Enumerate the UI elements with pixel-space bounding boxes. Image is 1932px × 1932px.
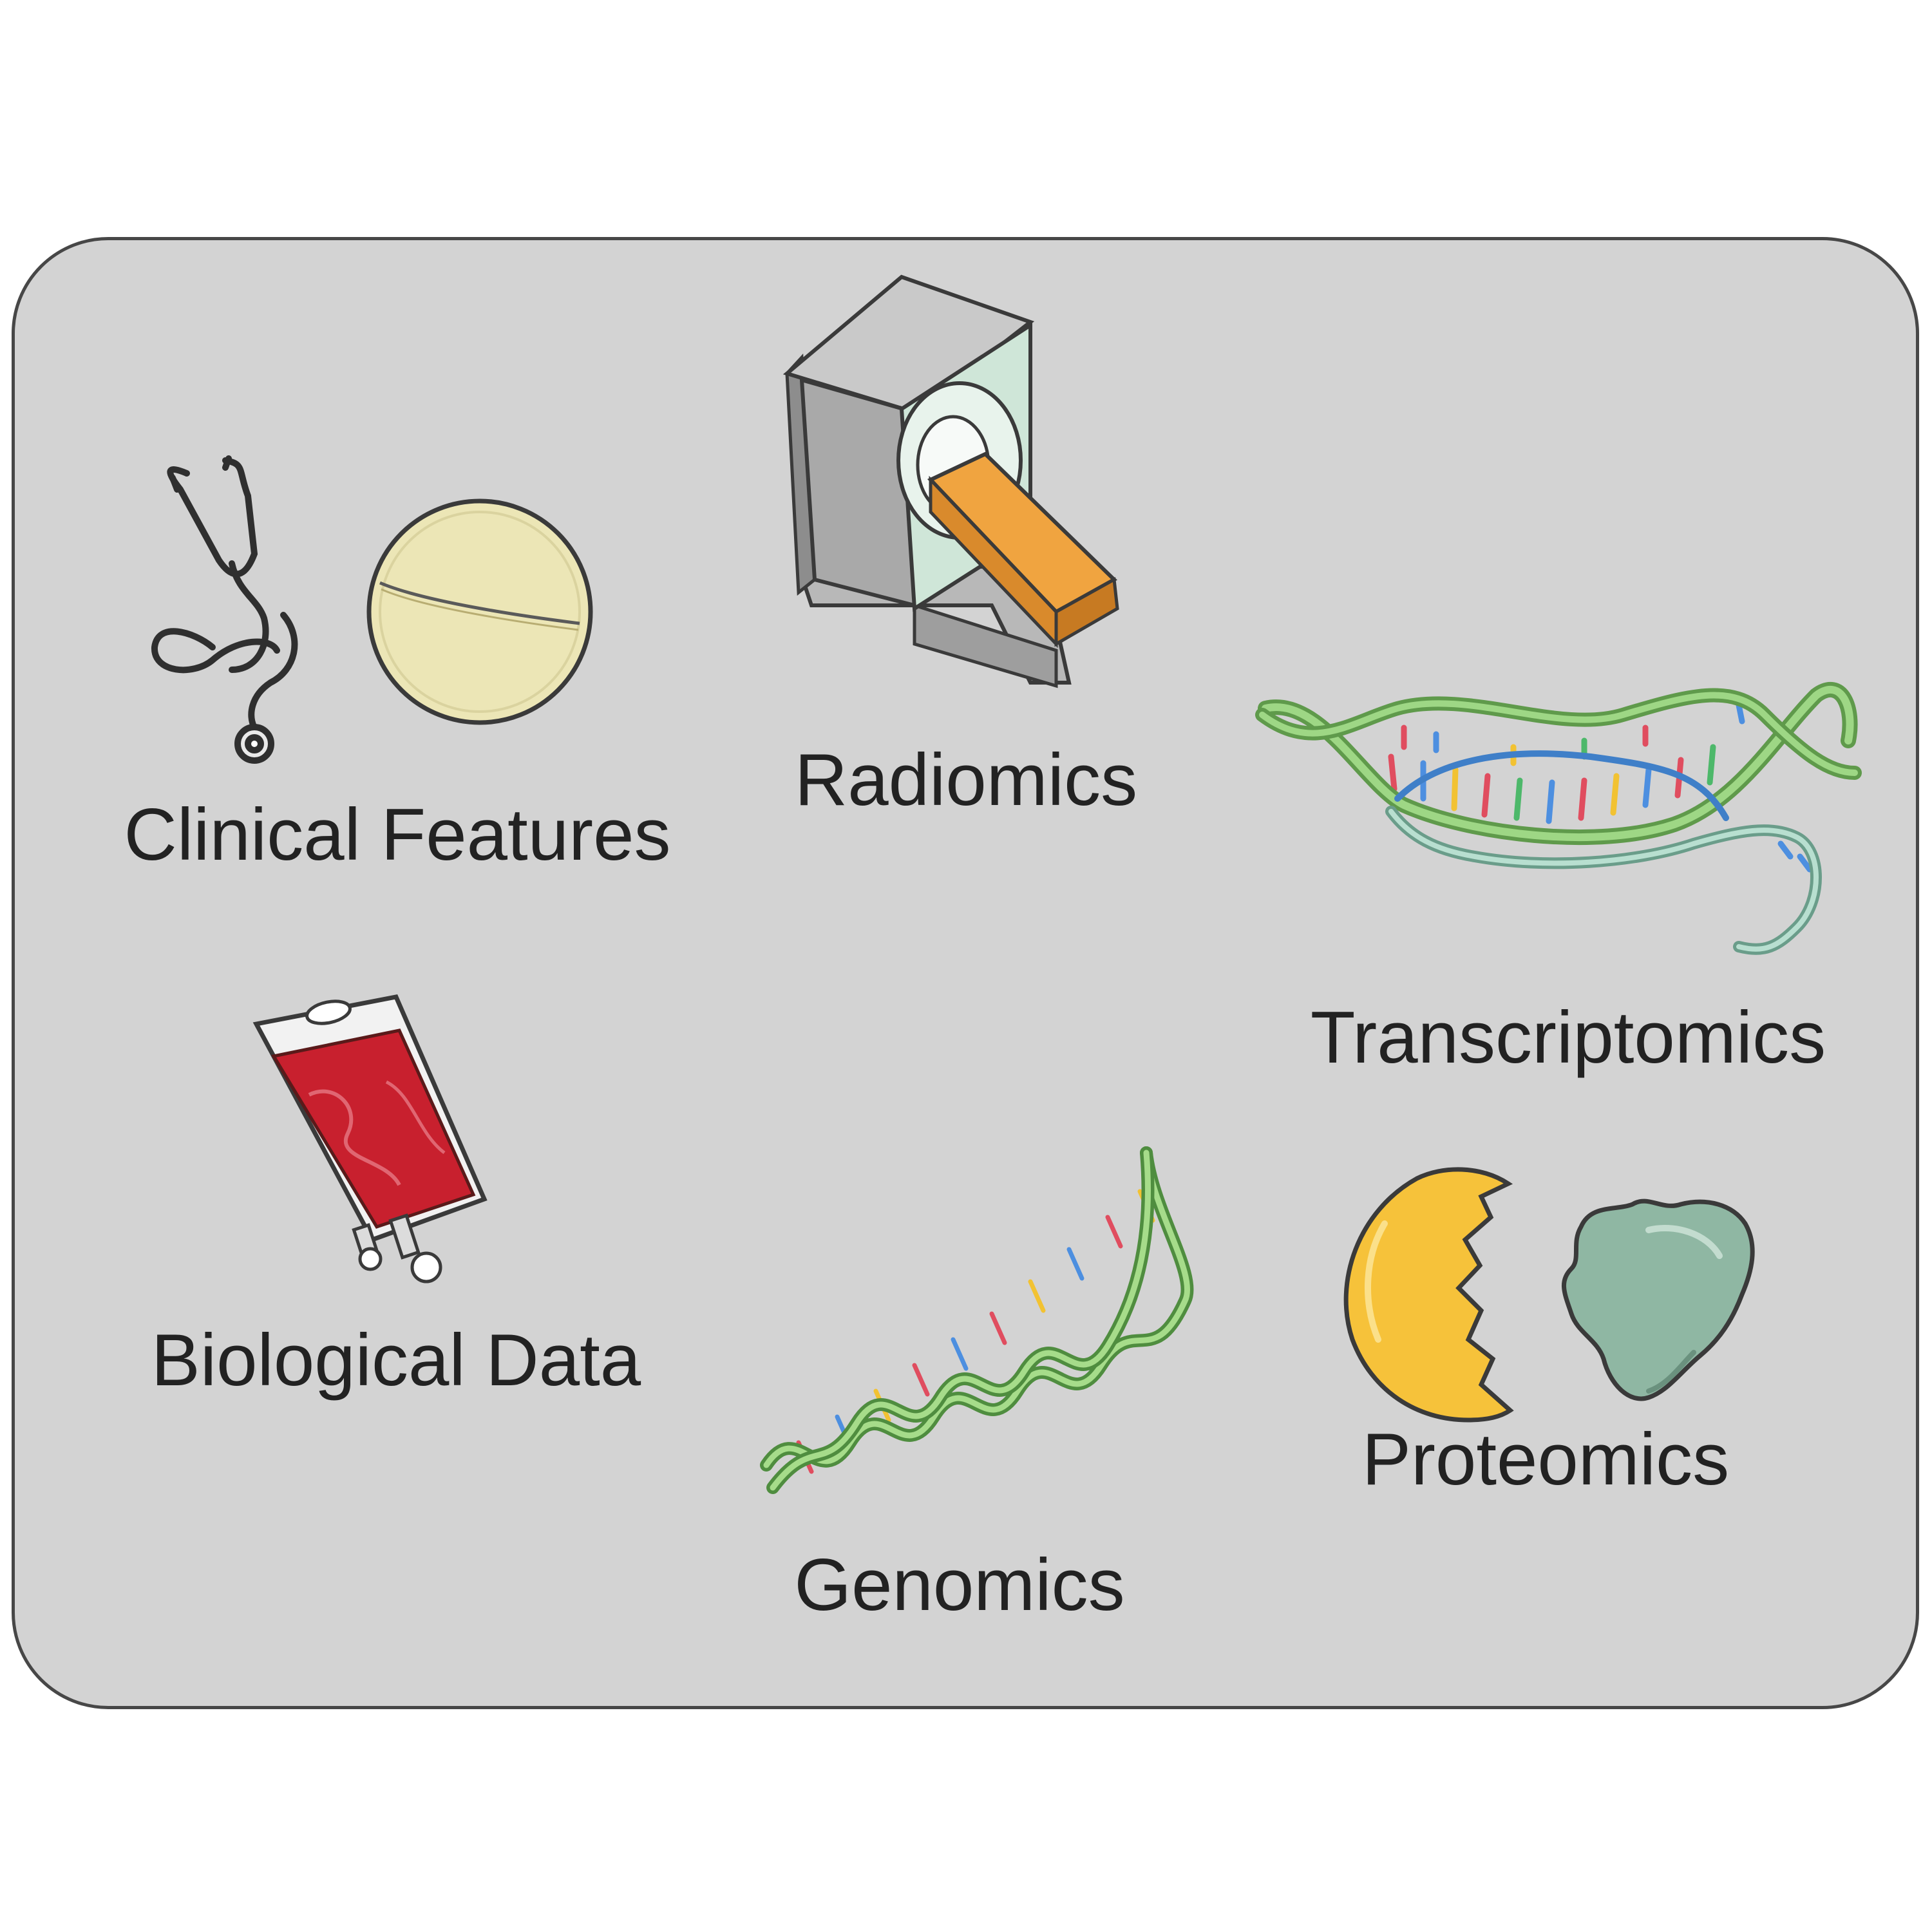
biological-data-label: Biological Data (151, 1320, 641, 1401)
transcriptomics-label: Transcriptomics (1310, 997, 1826, 1079)
clinical-features-label: Clinical Features (124, 794, 671, 876)
enzyme-icon (1343, 1167, 1514, 1423)
ct-scanner-icon (782, 274, 1119, 688)
protein-icon (1561, 1198, 1755, 1401)
dna-helix-icon (760, 1146, 1194, 1494)
genomics-label: Genomics (794, 1544, 1125, 1626)
pill-icon (366, 498, 593, 725)
blood-bag-icon (252, 994, 488, 1283)
rna-transcription-icon (1255, 682, 1862, 955)
radiomics-label: Radiomics (794, 739, 1138, 821)
proteomics-label: Proteomics (1361, 1419, 1730, 1501)
stethoscope-icon (151, 455, 298, 764)
